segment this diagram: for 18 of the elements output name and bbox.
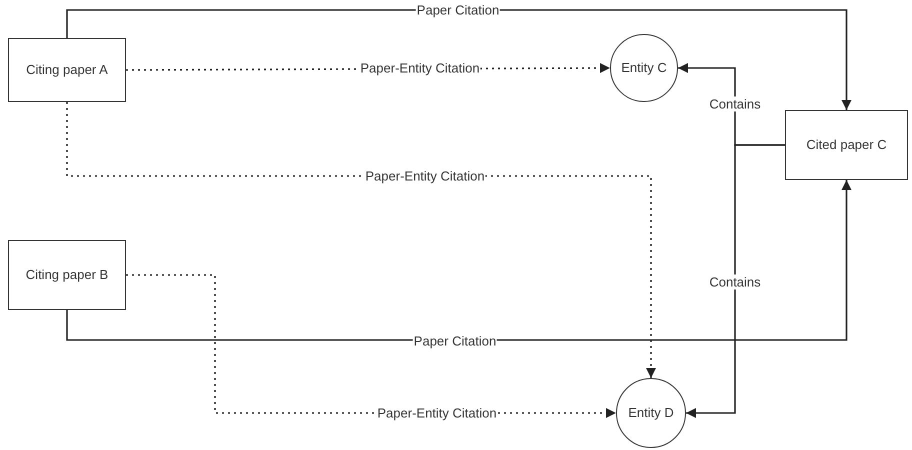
node-label: Entity C — [621, 60, 667, 76]
edge-label: Contains — [708, 274, 762, 290]
arrow — [66, 180, 852, 341]
arrow — [66, 9, 852, 110]
paper-box — [8, 38, 126, 102]
edge-label: Paper-Entity Citation — [376, 406, 498, 420]
edge-label: Paper Citation — [416, 2, 500, 18]
node-label: Cited paper C — [806, 137, 887, 153]
edge-label: Paper-Entity Citation — [364, 168, 486, 184]
node-label: Entity D — [628, 405, 674, 421]
edge-label: Paper Citation — [412, 334, 498, 348]
edge-label: Paper-Entity Citation — [359, 60, 481, 76]
node-label: Citing paper A — [26, 62, 108, 78]
arrow — [686, 144, 785, 418]
paper-box — [8, 240, 126, 310]
node-label: Citing paper B — [26, 267, 108, 283]
paper-box — [785, 110, 908, 180]
edge-label: Contains — [708, 96, 762, 112]
